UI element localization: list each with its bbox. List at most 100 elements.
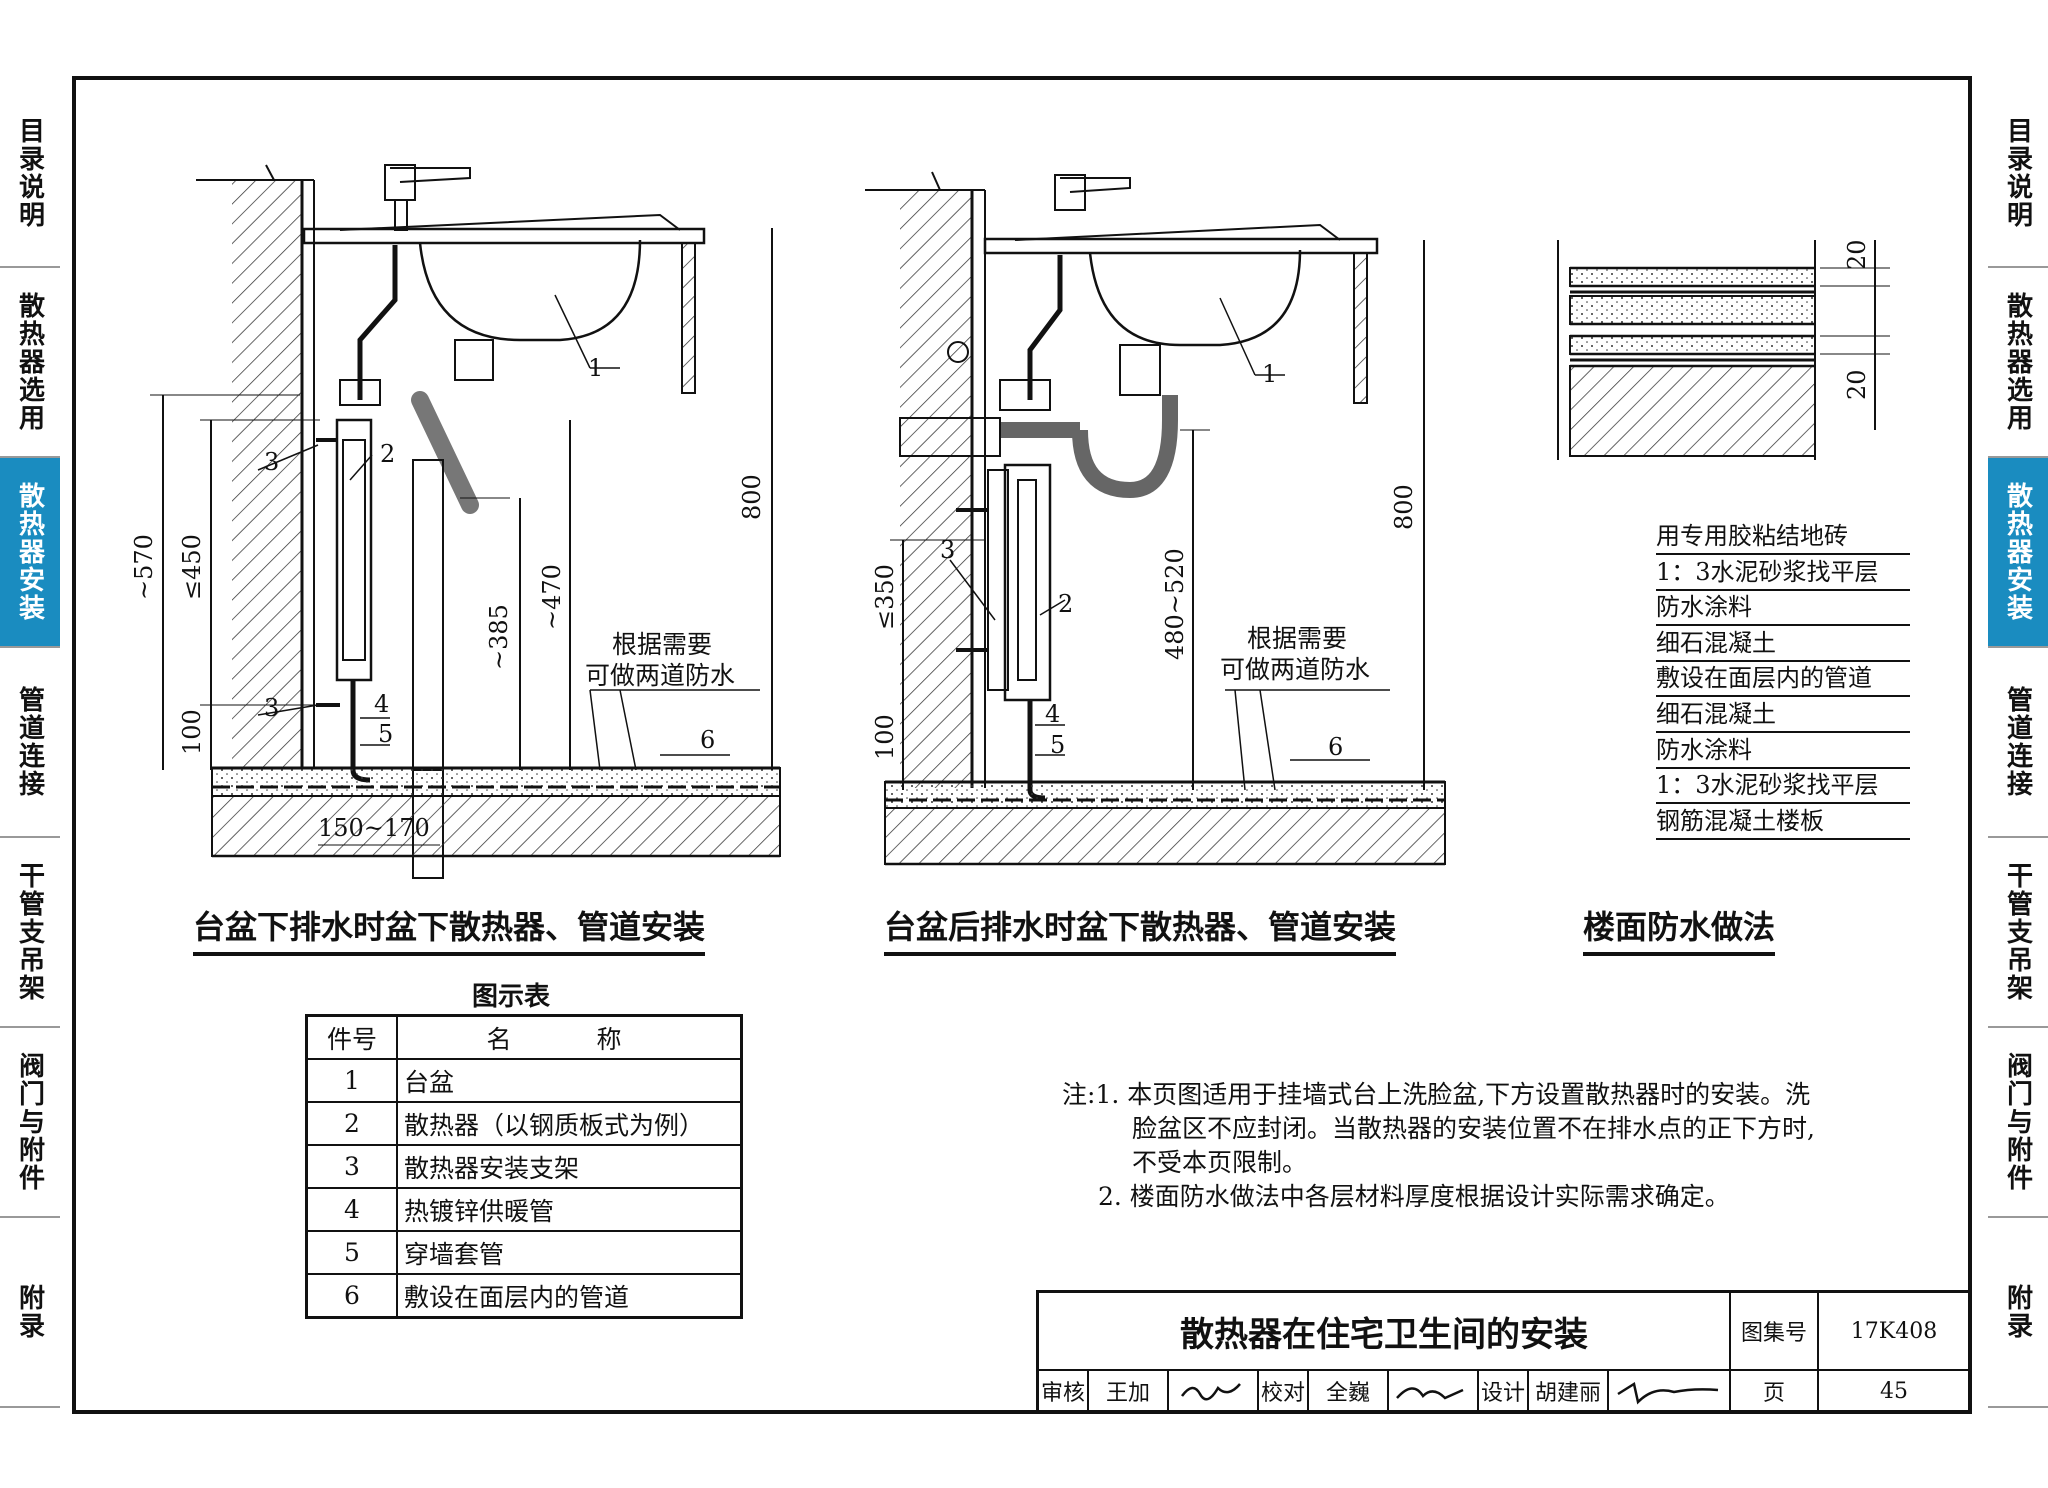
caption-middle: 台盆后排水时盆下散热器、管道安装 [884, 902, 1397, 956]
dim-left-385: ~385 [485, 604, 513, 670]
review-label: 审核 [1039, 1371, 1089, 1411]
drawing-right [1557, 240, 1890, 460]
callout-left-5: 5 [378, 720, 393, 748]
dim-left-800: 800 [738, 474, 766, 520]
dim-mid-800: 800 [1390, 484, 1418, 530]
layer-label: 1：3水泥砂浆找平层 [1656, 556, 1910, 591]
sidebar-right-tab-5[interactable]: 阀门与附件 [1988, 1028, 2048, 1218]
legend-item-no: 1 [305, 1058, 398, 1103]
note-left-line2: 可做两道防水 [585, 661, 735, 690]
design-label: 设计 [1479, 1371, 1529, 1411]
callout-mid-3: 3 [940, 536, 955, 564]
callout-mid-4: 4 [1045, 700, 1060, 728]
legend-item-no: 2 [305, 1101, 398, 1146]
review-signature-mark [1180, 1383, 1241, 1401]
callout-left-6: 6 [700, 726, 715, 754]
page-number: 45 [1880, 1378, 1908, 1404]
sidebar-right-tab-3[interactable]: 管道连接 [1988, 648, 2048, 838]
caption-right: 楼面防水做法 [1583, 902, 1776, 956]
legend-item-name: 散热器（以钢质板式为例） [396, 1101, 743, 1146]
dim-left-100: 100 [178, 709, 206, 755]
layer-label: 防水涂料 [1656, 734, 1910, 769]
check-label: 校对 [1259, 1371, 1309, 1411]
dim-mid-100: 100 [871, 714, 899, 760]
note-line-3: 不受本页限制。 [1132, 1148, 1308, 1177]
callout-left-3a: 3 [264, 448, 279, 476]
legend-item-no: 4 [305, 1187, 398, 1232]
legend-header-name: 名 称 [396, 1014, 743, 1060]
layer-label: 用专用胶粘结地砖 [1656, 520, 1910, 555]
note-text-1: 1. 本页图适用于挂墙式台上洗脸盆,下方设置散热器时的安装。洗 [1095, 1080, 1811, 1109]
callout-labels: 1 2 3 3 4 5 6 1 2 3 4 5 6 [264, 354, 1343, 761]
faucet [384, 164, 416, 201]
review-name: 王加 [1089, 1371, 1169, 1411]
check-name: 全巍 [1309, 1371, 1389, 1411]
callout-left-2: 2 [380, 440, 395, 468]
callout-left-3b: 3 [264, 694, 279, 722]
note-left-line1: 根据需要 [612, 630, 712, 659]
sidebar-right-tab-4[interactable]: 干管支吊架 [1988, 838, 2048, 1028]
sidebar-right-tab-0[interactable]: 目录说明 [1988, 80, 2048, 268]
sidebar-left-tab-5[interactable]: 阀门与附件 [0, 1028, 60, 1218]
drawing-title: 散热器在住宅卫生间的安装 [1039, 1293, 1731, 1371]
drawing-left [150, 164, 781, 879]
sidebar-right-tab-1[interactable]: 散热器选用 [1988, 268, 2048, 458]
legend-title: 图示表 [472, 982, 551, 1012]
drawing-frame [72, 76, 1972, 1414]
note-line-1: 注:1. 本页图适用于挂墙式台上洗脸盆,下方设置散热器时的安装。洗 [1062, 1078, 1912, 1112]
basin-bowl [418, 239, 642, 342]
sidebar-left-tab-4[interactable]: 干管支吊架 [0, 838, 60, 1028]
check-signature-mark [1396, 1387, 1464, 1400]
dim-right-20b: 20 [1843, 369, 1871, 400]
dim-mid-350: ≤350 [871, 564, 899, 630]
design-signature [1609, 1371, 1731, 1411]
layer-label: 钢筋混凝土楼板 [1656, 805, 1910, 840]
layer-label: 敷设在面层内的管道 [1656, 662, 1910, 698]
legend-item-no: 3 [305, 1144, 398, 1189]
sidebar-left-tab-2[interactable]: 散热器安装 [0, 458, 60, 648]
callout-left-1: 1 [588, 354, 603, 382]
page-label: 页 [1731, 1371, 1819, 1411]
callout-mid-5: 5 [1050, 731, 1065, 759]
callout-mid-6: 6 [1328, 733, 1343, 761]
atlas-number: 17K408 [1819, 1293, 1969, 1371]
sidebar-left-tab-6[interactable]: 附录 [0, 1218, 60, 1408]
wall-hatch [232, 180, 302, 768]
legend-item-name: 敷设在面层内的管道 [396, 1273, 743, 1319]
note-mid-line2: 可做两道防水 [1220, 655, 1370, 684]
dim-left-450: ≤450 [178, 534, 206, 600]
legend-header-no: 件号 [305, 1014, 398, 1060]
sidebar-left-tab-1[interactable]: 散热器选用 [0, 268, 60, 458]
dimension-labels: ~570 ≤450 100 ~385 ~470 800 150~170 ≤350… [130, 239, 1871, 842]
layer-label: 防水涂料 [1656, 591, 1910, 627]
legend-header-row: 件号 名 称 [305, 1014, 743, 1060]
waterproof-notes: 根据需要 可做两道防水 根据需要 可做两道防水 [585, 624, 1370, 690]
sidebar-right-tab-2[interactable]: 散热器安装 [1988, 458, 2048, 648]
note-line-2: 脸盆区不应封闭。当散热器的安装位置不在排水点的正下方时, [1132, 1114, 1815, 1143]
dim-left-150: 150~170 [318, 814, 430, 842]
design-signature-mark [1617, 1382, 1719, 1405]
dim-mid-480: 480~520 [1161, 548, 1189, 660]
dim-left-470: ~470 [538, 564, 566, 630]
note-mid-line1: 根据需要 [1247, 624, 1347, 653]
title-block: 散热器在住宅卫生间的安装 图集号 17K408 审核 王加 校对 全巍 设计 胡… [1036, 1290, 1972, 1414]
legend-item-name: 散热器安装支架 [396, 1144, 743, 1189]
layer-label: 细石混凝土 [1656, 627, 1910, 662]
dim-right-20a: 20 [1843, 239, 1871, 270]
note-line-4: 2. 楼面防水做法中各层材料厚度根据设计实际需求确定。 [1098, 1182, 1730, 1211]
sidebar-right-tab-6[interactable]: 附录 [1988, 1218, 2048, 1408]
sidebar-left-tab-3[interactable]: 管道连接 [0, 648, 60, 838]
design-name: 胡建丽 [1529, 1371, 1609, 1411]
atlas-label: 图集号 [1731, 1293, 1819, 1371]
note-prefix: 注: [1062, 1080, 1096, 1109]
sidebar-left-tab-0[interactable]: 目录说明 [0, 80, 60, 268]
legend-item-no: 5 [305, 1230, 398, 1275]
callout-left-4: 4 [374, 690, 389, 718]
